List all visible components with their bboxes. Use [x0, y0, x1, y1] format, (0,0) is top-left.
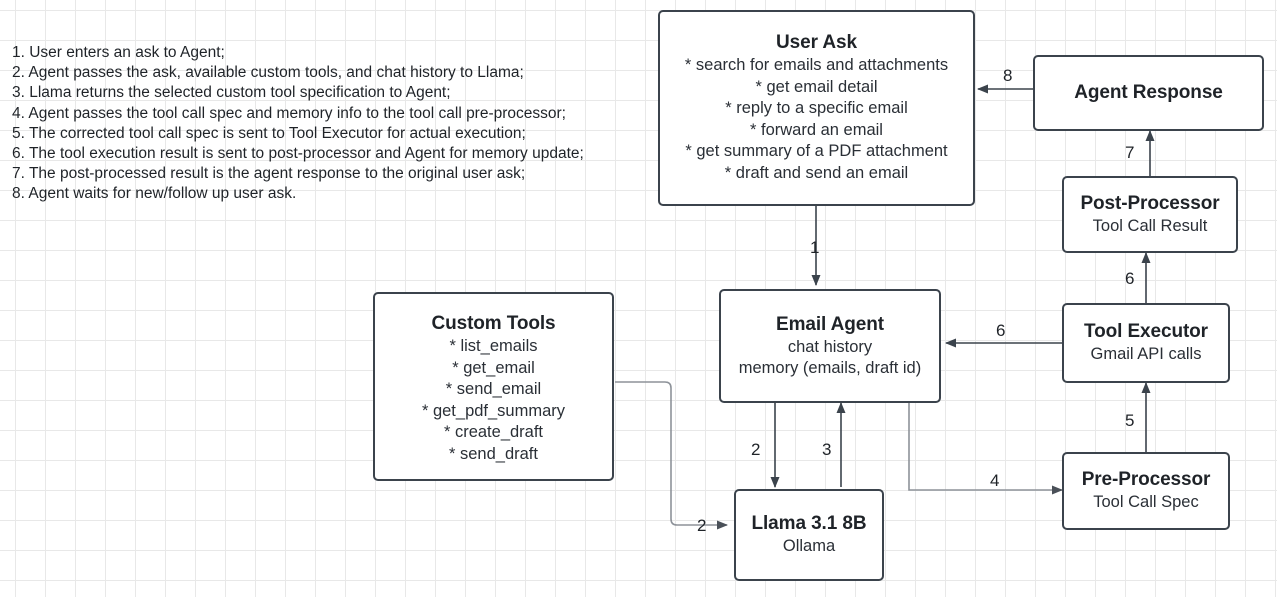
bullet-item: * send_draft: [449, 444, 538, 463]
node-title: Tool Executor: [1084, 321, 1208, 343]
node-title: Agent Response: [1074, 82, 1223, 103]
edge-label-4: 4: [990, 471, 1000, 490]
node-subtitle-chat-history: chat history: [787, 337, 873, 356]
node-agent-response[interactable]: Agent Response: [1033, 55, 1264, 131]
node-title: Custom Tools: [431, 313, 556, 334]
node-llama[interactable]: Llama 3.1 8B Ollama: [734, 489, 884, 581]
legend-item: 1. User enters an ask to Agent;: [12, 44, 225, 61]
node-email-agent[interactable]: Email Agent chat history memory (emails,…: [719, 289, 941, 403]
node-subtitle-memory: memory (emails, draft id): [738, 359, 922, 377]
node-subtitle: Tool Call Result: [1092, 216, 1208, 235]
node-user-ask[interactable]: User Ask * search for emails and attachm…: [658, 10, 975, 206]
node-title: Pre-Processor: [1081, 469, 1211, 491]
edge-label-6a: 6: [1125, 269, 1135, 288]
edge-label-8: 8: [1003, 66, 1013, 85]
bullet-item: * get_email: [452, 358, 535, 377]
bullet-item: * search for emails and attachments: [684, 56, 949, 74]
legend-steps: 1. User enters an ask to Agent; 2. Agent…: [12, 43, 584, 205]
node-title: Llama 3.1 8B: [751, 513, 867, 535]
legend-item: 4. Agent passes the tool call spec and m…: [12, 104, 566, 122]
legend-item: 6. The tool execution result is sent to …: [12, 145, 584, 163]
node-custom-tools[interactable]: Custom Tools * list_emails * get_email *…: [373, 292, 614, 481]
legend-item: 5. The corrected tool call spec is sent …: [12, 124, 526, 142]
edge-label-3: 3: [822, 440, 832, 459]
edge-label-5: 5: [1125, 411, 1135, 430]
edge-label-6b: 6: [996, 321, 1006, 340]
edge-2b: [615, 381, 728, 530]
legend-item: 7. The post-processed result is the agen…: [12, 165, 526, 183]
bullet-item: * draft and send an email: [724, 163, 909, 182]
node-title: Email Agent: [776, 313, 884, 335]
legend-item: 8. Agent waits for new/follow up user as…: [12, 185, 297, 203]
bullet-item: * create_draft: [443, 423, 544, 441]
node-title: Post-Processor: [1080, 192, 1220, 214]
bullet-item: * get email detail: [755, 77, 878, 96]
bullet-item: * get summary of a PDF attachment: [685, 142, 948, 160]
node-title: User Ask: [776, 32, 857, 53]
node-subtitle: Tool Call Spec: [1093, 493, 1199, 512]
edge-4: [908, 403, 1063, 495]
node-subtitle: Gmail API calls: [1090, 345, 1202, 364]
node-pre-processor[interactable]: Pre-Processor Tool Call Spec: [1062, 452, 1230, 530]
node-tool-executor[interactable]: Tool Executor Gmail API calls: [1062, 303, 1230, 383]
edge-label-2a: 2: [751, 440, 761, 459]
node-bullets: * search for emails and attachments * ge…: [685, 55, 948, 184]
legend-item: 3. Llama returns the selected custom too…: [12, 84, 451, 102]
bullet-item: * list_emails: [449, 337, 538, 355]
edge-label-7: 7: [1125, 143, 1135, 162]
node-subtitle: Ollama: [782, 537, 836, 556]
edge-label-2b: 2: [697, 516, 707, 535]
bullet-item: * forward an email: [750, 120, 883, 139]
node-bullets: * list_emails * get_email * send_email *…: [422, 336, 565, 465]
bullet-item: * send_email: [445, 380, 542, 398]
legend-item: 2. Agent passes the ask, available custo…: [12, 64, 524, 82]
bullet-item: * get_pdf_summary: [421, 401, 566, 420]
node-post-processor[interactable]: Post-Processor Tool Call Result: [1062, 176, 1238, 253]
bullet-item: * reply to a specific email: [725, 99, 908, 117]
edge-label-1: 1: [810, 238, 820, 257]
